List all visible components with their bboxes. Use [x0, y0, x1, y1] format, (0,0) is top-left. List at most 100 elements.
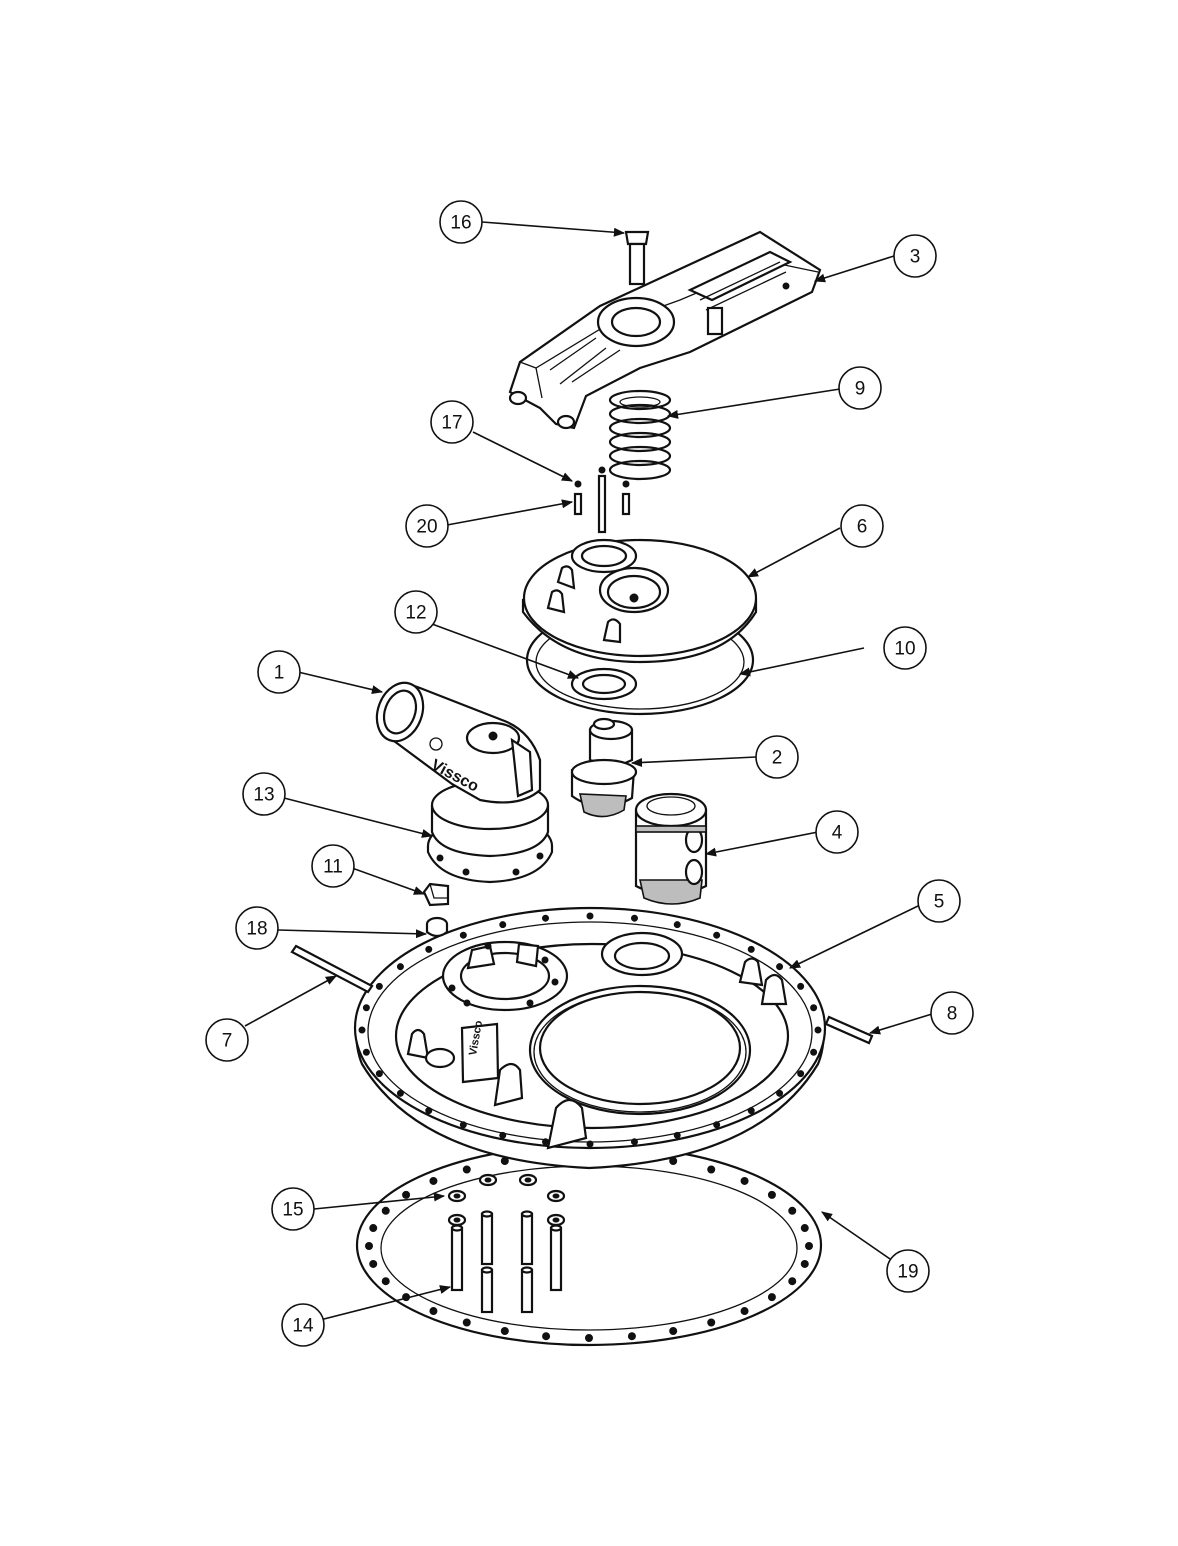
stud-top [480, 1266, 494, 1274]
spring-inner [619, 396, 661, 408]
spring-coil [608, 431, 672, 453]
part-12-small-gasket [570, 667, 638, 701]
washer-hole [484, 1177, 492, 1183]
callout-label: 5 [934, 892, 945, 913]
callout-balloon-13: 13 [242, 772, 286, 816]
bolt-hole [375, 1070, 383, 1078]
callout-balloon-9: 9 [838, 366, 882, 410]
callout-balloon-20: 20 [405, 504, 449, 548]
bolt-hole [740, 1307, 749, 1316]
bolt-hole [499, 1131, 507, 1139]
bolt-hole [402, 1190, 411, 1199]
leader-line-2 [630, 756, 757, 767]
leader-line-16 [481, 221, 626, 237]
washer-hole [453, 1217, 461, 1223]
callout-label: 15 [282, 1200, 303, 1221]
bolt-hole [797, 982, 805, 990]
bolt-hole [747, 945, 755, 953]
part-16-bolt [624, 230, 650, 286]
stud-top [520, 1266, 534, 1274]
part-5-main-flange: Vissco [353, 906, 827, 1170]
bolt-hole [542, 1138, 550, 1146]
callout-balloon-10: 10 [883, 626, 927, 670]
callout-label: 19 [897, 1262, 918, 1283]
callout-circle [281, 1303, 325, 1347]
part-19-gasket-ring [355, 1143, 823, 1347]
bolt-hole [776, 1089, 784, 1097]
bolt-hole [586, 912, 594, 920]
leader-line-3 [813, 255, 895, 283]
callout-circle [242, 772, 286, 816]
bolt-hole [375, 982, 383, 990]
spring-coil [608, 417, 672, 439]
bolt-hole [381, 1277, 390, 1286]
bolt-hole [542, 914, 550, 922]
callout-balloon-19: 19 [886, 1249, 930, 1293]
stud [520, 1268, 534, 1314]
washer-hole [552, 1217, 560, 1223]
bolt-hole [425, 1107, 433, 1115]
bolt-hole [362, 1004, 370, 1012]
callout-balloon-16: 16 [439, 200, 483, 244]
bolt-hole [586, 1140, 594, 1148]
stud [480, 1268, 494, 1314]
bolt-hole [800, 1259, 809, 1268]
leader-line-14 [319, 1285, 452, 1321]
callout-label: 2 [772, 748, 783, 769]
callout-balloon-17: 17 [430, 400, 474, 444]
callout-circle [311, 844, 355, 888]
bolt-hole [542, 1332, 551, 1341]
callout-label: 11 [323, 857, 343, 878]
bolt-hole [767, 1190, 776, 1199]
leader-line-1 [297, 671, 384, 695]
part-2-breather-valve [570, 717, 638, 818]
washer-hole [453, 1193, 461, 1199]
callout-circle [930, 991, 974, 1035]
part-11-plug [422, 882, 450, 907]
callout-label: 12 [405, 603, 426, 624]
part-18-bushing [425, 916, 449, 938]
callout-label: 20 [416, 517, 437, 538]
bolt-hole [810, 1004, 818, 1012]
callout-label: 17 [441, 413, 462, 434]
part-1-elbow-valve: Vissco [375, 681, 542, 804]
callout-balloon-7: 7 [205, 1018, 249, 1062]
stud [450, 1226, 464, 1292]
callout-label: 7 [222, 1031, 233, 1052]
callout-circle [235, 906, 279, 950]
leader-line-11 [351, 867, 426, 895]
bolt-hole [462, 1318, 471, 1327]
callout-circle [815, 810, 859, 854]
callout-circle [838, 366, 882, 410]
part-8-pin [824, 1015, 874, 1045]
callout-label: 18 [246, 919, 267, 940]
bolt-hole [627, 1332, 636, 1341]
bolt-hole [462, 1165, 471, 1174]
bolt-hole [365, 1242, 373, 1250]
bolt-hole [673, 1131, 681, 1139]
bolt-hole [707, 1318, 716, 1327]
bolt-hole [776, 963, 784, 971]
part-4-adaptor [634, 792, 708, 905]
callout-label: 14 [292, 1316, 314, 1337]
callout-label: 9 [855, 379, 866, 400]
bolt-hole [788, 1206, 797, 1215]
leader-line-17 [472, 431, 574, 482]
callout-balloon-14: 14 [281, 1303, 325, 1347]
callout-circle [430, 400, 474, 444]
leader-line-15 [313, 1192, 446, 1210]
callout-balloon-15: 15 [271, 1187, 315, 1231]
callout-balloon-8: 8 [930, 991, 974, 1035]
stud [520, 1212, 534, 1266]
bolt-hole [747, 1107, 755, 1115]
spring-coil [608, 459, 672, 481]
leader-line-18 [277, 929, 428, 939]
callout-circle [271, 1187, 315, 1231]
callout-label: 8 [947, 1004, 958, 1025]
bolt-hole [396, 1089, 404, 1097]
bolt-hole [459, 931, 467, 939]
bolt-hole [362, 1048, 370, 1056]
leader-line-8 [868, 1013, 933, 1035]
